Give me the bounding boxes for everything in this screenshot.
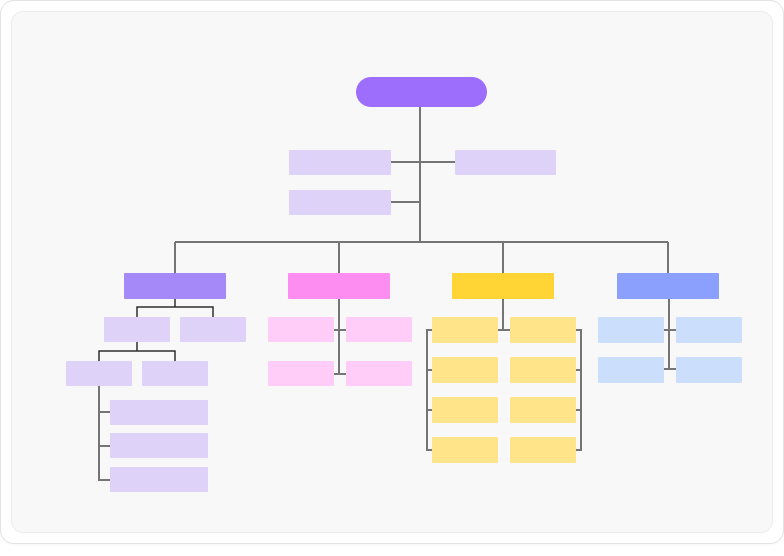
branch-1-list-item-1[interactable] <box>110 400 208 425</box>
app-window <box>0 0 784 544</box>
connector-layer <box>98 106 676 481</box>
branch-4-header[interactable] <box>617 273 719 299</box>
branch-2-child-1[interactable] <box>268 317 334 342</box>
branch-3-child-3[interactable] <box>432 357 498 383</box>
branch-4-child-1[interactable] <box>598 317 664 343</box>
branch-1-list-item-3[interactable] <box>110 467 208 492</box>
branch-3-child-8[interactable] <box>510 437 576 463</box>
branch-3-child-1[interactable] <box>432 317 498 343</box>
branch-3-left-bracket <box>426 329 432 451</box>
root-note-left-2[interactable] <box>289 190 391 215</box>
root-note-right[interactable] <box>455 150 556 175</box>
branch-3-child-7[interactable] <box>432 437 498 463</box>
branch-4-child-4[interactable] <box>676 357 742 383</box>
branch-1-child-1[interactable] <box>104 317 170 342</box>
branch-3-child-4[interactable] <box>510 357 576 383</box>
branch-1-list-item-2[interactable] <box>110 433 208 458</box>
branch-1-bracket-1 <box>136 306 214 317</box>
root-node[interactable] <box>356 77 487 107</box>
branch-2-child-3[interactable] <box>268 361 334 386</box>
branch-1-list-spine <box>98 386 110 481</box>
branch-3-child-2[interactable] <box>510 317 576 343</box>
branch-3-header[interactable] <box>452 273 554 299</box>
branch-4-child-2[interactable] <box>676 317 742 343</box>
branch-3-child-6[interactable] <box>510 397 576 423</box>
branch-1-grandchild-2[interactable] <box>142 361 208 386</box>
branch-1-child-2[interactable] <box>180 317 246 342</box>
branch-3-child-5[interactable] <box>432 397 498 423</box>
branch-1-grandchild-1[interactable] <box>66 361 132 386</box>
branch-1-bracket-2 <box>98 350 176 361</box>
branch-1-header[interactable] <box>124 273 226 299</box>
whiteboard-panel <box>11 11 773 533</box>
branch-4-child-3[interactable] <box>598 357 664 383</box>
branch-2-child-4[interactable] <box>346 361 412 386</box>
branch-2-child-2[interactable] <box>346 317 412 342</box>
branch-3-right-bracket <box>576 329 582 451</box>
diagram-canvas[interactable] <box>12 12 772 532</box>
root-note-left-1[interactable] <box>289 150 391 175</box>
branch-2-header[interactable] <box>288 273 390 299</box>
